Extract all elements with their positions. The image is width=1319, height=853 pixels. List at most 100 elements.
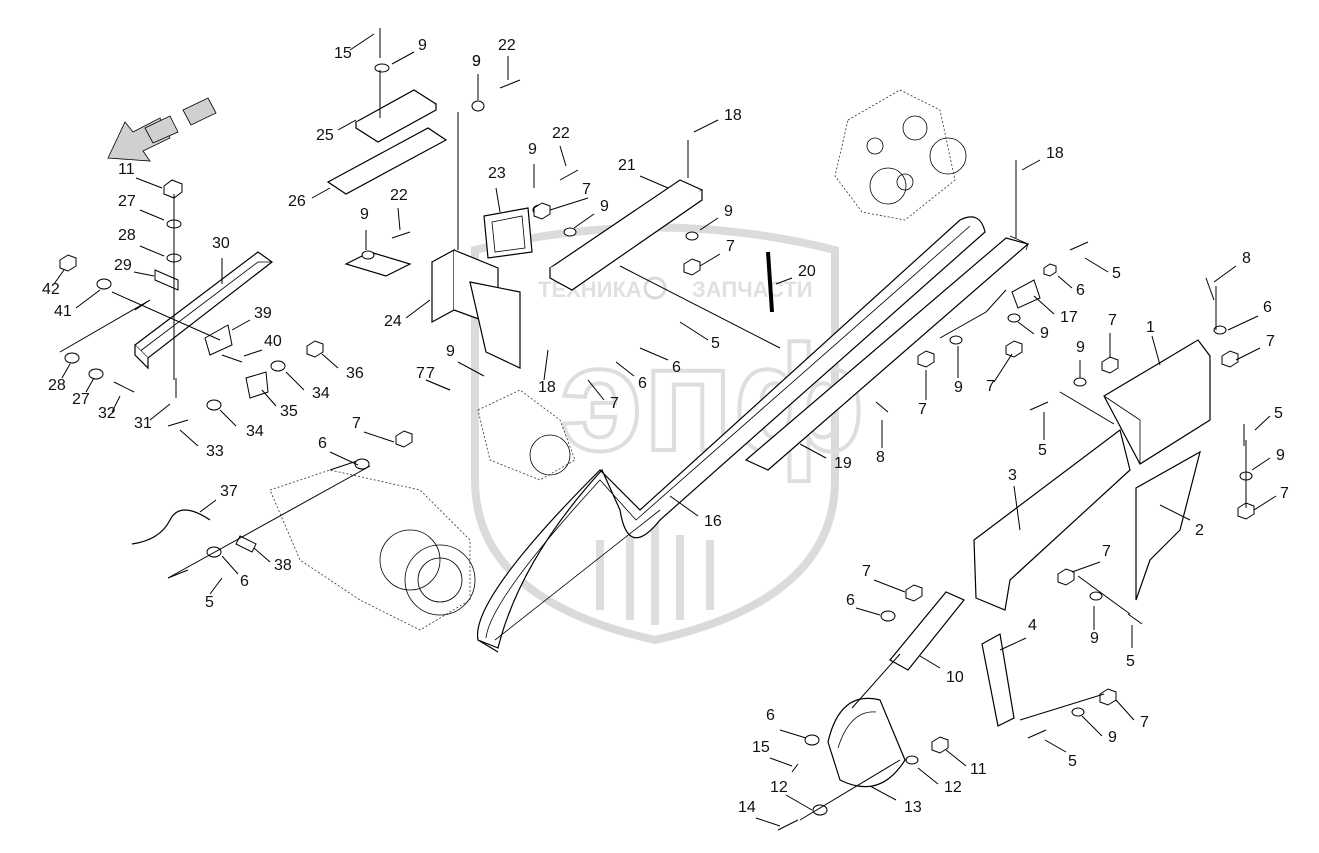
- leader-line-c38: [253, 547, 271, 563]
- bolt-33: [167, 419, 189, 427]
- bracket-17: [1011, 279, 1041, 309]
- callout-label-c6h: 6: [766, 707, 775, 724]
- leader-line-c7h: [1071, 561, 1101, 573]
- callout-label-c16: 16: [704, 513, 722, 530]
- plate-26: [326, 127, 448, 195]
- callout-label-c8a: 8: [1242, 250, 1251, 267]
- callout-label-c7m: 7: [862, 563, 871, 580]
- callout-label-c15a: 15: [334, 45, 352, 62]
- callout-label-c5d: 5: [1274, 405, 1283, 422]
- callout-label-c9k: 9: [1276, 447, 1285, 464]
- wheat-icon: [596, 520, 714, 625]
- callout-label-c8b: 8: [876, 449, 885, 466]
- bracket-35: [245, 371, 269, 399]
- rod-20: [766, 251, 774, 313]
- leader-line-c7n: [425, 379, 451, 391]
- callout-label-c7j: 7: [416, 365, 425, 382]
- callout-label-c24: 24: [384, 313, 402, 330]
- callout-label-c9d: 9: [600, 198, 609, 215]
- callout-label-c23: 23: [488, 165, 506, 182]
- callout-label-c9f: 9: [360, 206, 369, 223]
- leader-line-c28b: [61, 363, 71, 379]
- leader-line-c12a: [917, 767, 939, 785]
- top-cover-assembly: [326, 28, 521, 369]
- callout-label-c13: 13: [904, 799, 922, 816]
- leader-line-c37: [199, 499, 217, 513]
- leader-line-c31: [149, 403, 171, 421]
- callout-label-c1: 1: [1146, 319, 1155, 336]
- callout-label-c7c: 7: [582, 181, 591, 198]
- leader-line-c19: [799, 443, 827, 459]
- leader-line-c26: [311, 187, 331, 199]
- frame-23: [483, 207, 533, 259]
- left-support-assembly: [59, 179, 324, 427]
- leader-line-c9m: [1081, 715, 1103, 737]
- callout-label-c7a: 7: [1108, 312, 1117, 329]
- callout-label-c31: 31: [134, 415, 152, 432]
- callout-label-c7d: 7: [726, 238, 735, 255]
- callout-label-c5e: 5: [1126, 653, 1135, 670]
- callout-label-c34b: 34: [312, 385, 330, 402]
- leader-line-c9e: [699, 217, 719, 231]
- leader-line-c7d: [699, 253, 721, 267]
- callout-label-c7n: 7: [426, 365, 435, 382]
- callout-label-c28b: 28: [48, 377, 66, 394]
- callout-label-c9l: 9: [1090, 630, 1099, 647]
- leader-line-c7i: [1115, 699, 1135, 721]
- leader-line-c6d: [639, 347, 669, 361]
- callout-label-c21: 21: [618, 157, 636, 174]
- leader-line-c8a: [1213, 265, 1237, 283]
- callout-label-c9c: 9: [528, 141, 537, 158]
- leader-line-c41: [75, 289, 101, 309]
- right-guard-assembly: [973, 277, 1255, 739]
- leader-line-c21: [639, 175, 669, 189]
- callout-label-c7g: 7: [1280, 485, 1289, 502]
- leader-line-c5b: [679, 321, 709, 341]
- callout-label-c41: 41: [54, 303, 72, 320]
- leader-line-c12b: [785, 794, 813, 811]
- leader-line-c34a: [219, 409, 237, 427]
- nut-42: [59, 254, 77, 272]
- callout-label-c6g: 6: [846, 592, 855, 609]
- leader-line-c35: [261, 389, 277, 407]
- cable-37: [131, 465, 371, 579]
- leader-line-c15a: [349, 33, 375, 51]
- guard-3: [973, 428, 1131, 611]
- leader-line-c7f: [993, 353, 1013, 383]
- callout-label-c7h: 7: [1102, 543, 1111, 560]
- leader-line-c34b: [285, 371, 305, 391]
- leader-line-c7c: [549, 197, 589, 211]
- callout-label-c4: 4: [1028, 617, 1037, 634]
- leader-line-c33: [179, 429, 199, 447]
- leader-line-c18b: [1021, 159, 1041, 171]
- callout-label-c30: 30: [212, 235, 230, 252]
- callout-label-c7f: 7: [986, 378, 995, 395]
- direction-arrow-icon: [107, 97, 217, 162]
- callout-label-c3: 3: [1008, 467, 1017, 484]
- leader-line-c6e: [329, 451, 359, 466]
- callout-label-c26: 26: [288, 193, 306, 210]
- washer-34: [206, 399, 222, 411]
- leader-line-c27a: [139, 209, 165, 221]
- leader-line-c25: [337, 119, 357, 131]
- engine-pulley-sketch: [269, 389, 576, 631]
- callout-label-c6a: 6: [1263, 299, 1272, 316]
- leader-line-c18c: [543, 349, 549, 381]
- callout-label-c9h: 9: [1040, 325, 1049, 342]
- leader-line-c6b: [1057, 275, 1073, 289]
- leader-line-c7m: [873, 579, 906, 593]
- callout-label-c22b: 22: [552, 125, 570, 142]
- callout-label-c17: 17: [1060, 309, 1078, 326]
- callout-label-c27a: 27: [118, 193, 136, 210]
- callout-label-c20: 20: [798, 263, 816, 280]
- leader-line-c2: [1159, 504, 1191, 521]
- callout-label-c6e: 6: [318, 435, 327, 452]
- nut-11: [163, 179, 183, 199]
- callout-label-c29: 29: [114, 257, 132, 274]
- leader-line-c4: [999, 637, 1027, 651]
- callout-label-c7i: 7: [1140, 714, 1149, 731]
- bar-30: [134, 251, 274, 359]
